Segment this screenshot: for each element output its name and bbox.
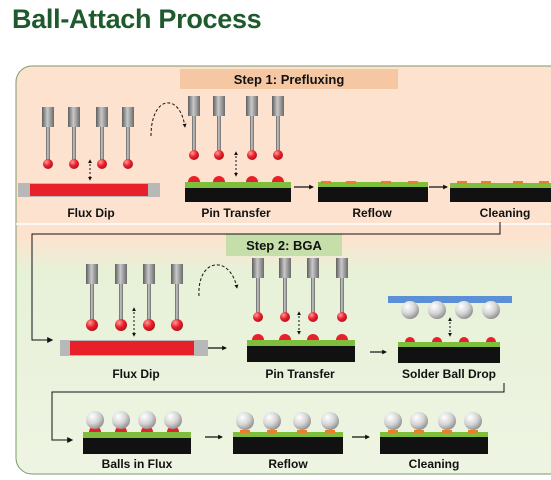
stage2-pin-transfer-label: Pin Transfer — [265, 367, 335, 381]
step1-flux-dip-figure — [18, 107, 160, 197]
step2-balls-in-flux-figure — [83, 411, 191, 454]
stage1-flux-dip-label: Flux Dip — [67, 206, 114, 220]
pin-tool — [86, 264, 183, 331]
stage1-pin-transfer-label: Pin Transfer — [201, 206, 271, 220]
step2-flux-dip-figure — [60, 264, 208, 356]
pin-tool — [252, 258, 348, 322]
step2-header: Step 2: BGA — [226, 234, 342, 256]
stage1-reflow-label: Reflow — [352, 206, 392, 220]
pin-tool — [42, 107, 134, 169]
step2-reflow-figure — [233, 412, 343, 454]
stage2-solder-ball-drop-label: Solder Ball Drop — [402, 367, 496, 381]
motion-arrow — [198, 264, 239, 297]
page-title: Ball-Attach Process — [12, 4, 262, 34]
step1-pin-transfer-figure — [185, 96, 291, 202]
step2-label: Step 2: BGA — [246, 238, 322, 253]
motion-arrow — [150, 102, 187, 137]
stage2-reflow-label: Reflow — [268, 457, 308, 471]
stage2-cleaning-label: Cleaning — [409, 457, 460, 471]
stage2-balls-in-flux-label: Balls in Flux — [102, 457, 173, 471]
step2-solder-ball-drop-figure — [388, 296, 512, 363]
stage1-cleaning-label: Cleaning — [480, 206, 531, 220]
step1-reflow-figure — [318, 181, 428, 202]
step1-cleaning-figure — [450, 181, 551, 202]
stage2-flux-dip-label: Flux Dip — [112, 367, 159, 381]
pin-tool — [188, 96, 284, 160]
connector-arrow — [31, 222, 501, 343]
connector-arrow — [51, 383, 505, 443]
step1-label: Step 1: Prefluxing — [234, 72, 345, 87]
step2-pin-transfer-figure — [247, 258, 355, 362]
step2-cleaning-figure — [380, 412, 488, 454]
step1-header: Step 1: Prefluxing — [180, 69, 398, 89]
